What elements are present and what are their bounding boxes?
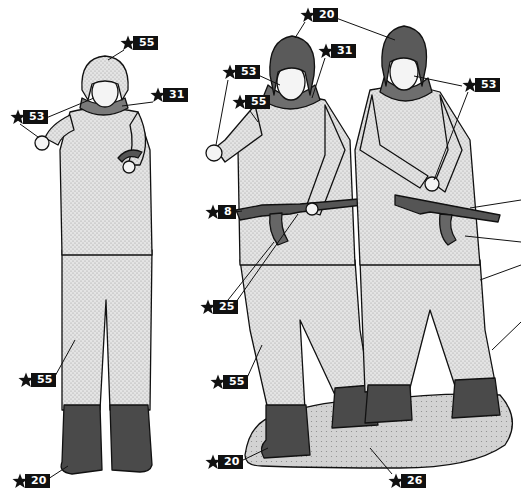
callout-number: 55 (223, 375, 248, 389)
callout-star (150, 87, 166, 103)
callout-number: 31 (331, 44, 356, 58)
callout-number: 53 (23, 110, 48, 124)
callout-tag: 31 (150, 88, 188, 102)
callout-number: 20 (313, 8, 338, 22)
callout-star (10, 109, 26, 125)
callout-tag: 20 (12, 474, 50, 488)
callout-star (200, 299, 216, 315)
callout-number: 55 (245, 95, 270, 109)
callout-star (120, 35, 136, 51)
callout-star (232, 94, 248, 110)
callout-tag: 20 (300, 8, 338, 22)
callout-number: 25 (213, 300, 238, 314)
callout-number: 20 (25, 474, 50, 488)
callout-star (205, 204, 221, 220)
callout-tag: 26 (388, 474, 426, 488)
callout-tag: 20 (205, 455, 243, 469)
callout-tag: 31 (318, 44, 356, 58)
callout-star (12, 473, 28, 489)
callout-tag: 55 (120, 36, 158, 50)
callout-star (318, 43, 334, 59)
callout-star (462, 77, 478, 93)
callout-tag: 53 (462, 78, 500, 92)
callout-tag: 25 (200, 300, 238, 314)
callout-star (210, 374, 226, 390)
callout-tag: 53 (222, 65, 260, 79)
callout-star (300, 7, 316, 23)
callout-star (18, 372, 34, 388)
callout-tag: 55 (18, 373, 56, 387)
callout-number: 26 (401, 474, 426, 488)
leader-lines (20, 18, 521, 479)
callout-tag: 53 (10, 110, 48, 124)
callout-tag: 55 (232, 95, 270, 109)
callout-star (222, 64, 238, 80)
callout-number: 53 (475, 78, 500, 92)
callout-tag: 55 (210, 375, 248, 389)
callout-tag: 8 (205, 205, 236, 219)
callout-number: 55 (31, 373, 56, 387)
callout-star (205, 454, 221, 470)
callout-number: 55 (133, 36, 158, 50)
callout-number: 31 (163, 88, 188, 102)
callout-number: 8 (218, 205, 236, 219)
callout-number: 53 (235, 65, 260, 79)
callout-number: 20 (218, 455, 243, 469)
callout-star (388, 473, 404, 489)
